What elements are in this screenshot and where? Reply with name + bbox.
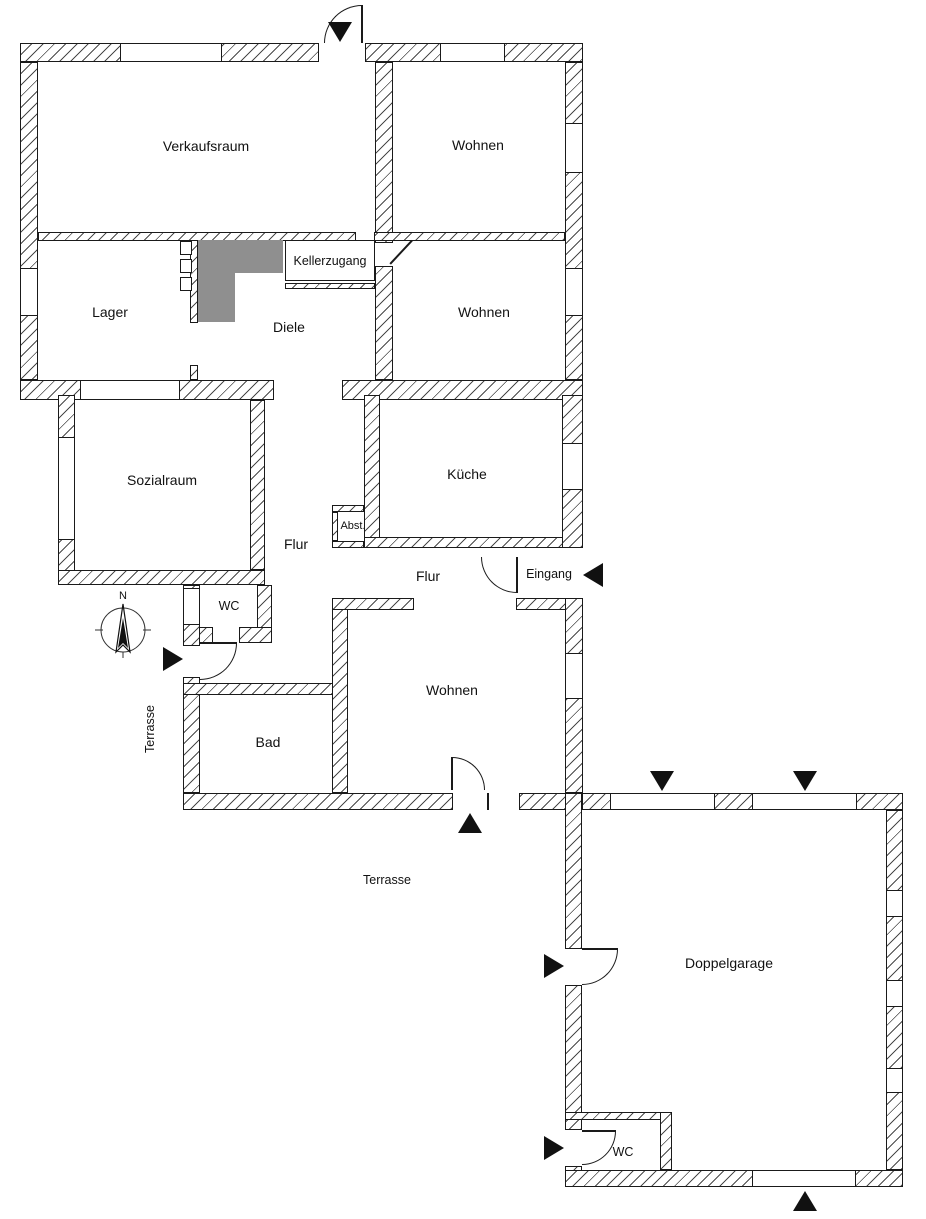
garage-east-window-1 [886,890,903,917]
opening-flur-wohnen [413,598,517,610]
door-arc-west-entrance [200,643,237,680]
door-arc-eingang [481,557,517,593]
window-east-wohnen-mid [565,268,583,316]
label-bad: Bad [255,734,281,750]
wall-lager-diele [190,240,198,380]
door-terrasse-south [452,793,520,810]
label-doppelgarage: Doppelgarage [685,955,773,971]
garage-marker-wc-icon [544,1136,564,1160]
door-leaf-garage-west [582,948,618,950]
door-arc-wohnen-terrasse [452,757,485,790]
door-opening-north [318,43,366,62]
wall-diele-wohnen [375,240,393,380]
label-kueche: Küche [447,466,487,482]
wall-abst-south [332,541,364,548]
garage-marker-north-2-icon [793,771,817,791]
wall-sozialraum-east [250,400,265,570]
entrance-marker-eingang-icon [583,563,603,587]
door-verkauf-keller [355,232,375,241]
compass-north-label: N [119,590,127,602]
door-leaf-eingang [516,557,518,593]
label-terrasse-west: Terrasse [143,705,157,753]
wall-bad-north [183,683,348,695]
door-leaf-garage-wc [582,1130,616,1132]
entrance-marker-north-icon [328,22,352,42]
door-terrasse-south-mullion [487,793,489,810]
wall-kueche-west [364,395,380,548]
kellerzugang-room [285,240,375,281]
label-sozialraum: Sozialraum [126,472,198,488]
window-wc-west [183,588,200,625]
label-wc-house: WC [218,599,240,613]
shaft-square-3 [180,277,192,291]
wall-garage-west [565,793,582,1187]
wall-abst-west [332,512,338,541]
label-wohnen-mid: Wohnen [458,304,510,320]
kellerzugang-south-strip [285,283,375,289]
label-diele: Diele [273,319,305,335]
entrance-marker-west-icon [163,647,183,671]
label-terrasse-south: Terrasse [363,873,411,887]
door-west-entrance [183,645,200,678]
window-wohnen-bottom-east [565,653,583,699]
wall-house-south [183,793,583,810]
window-north-2 [440,43,505,62]
wall-bad-wohnen [332,608,348,793]
opening-diele-flur [273,380,343,400]
door-arc-garage-wc [582,1131,616,1165]
label-wc-garage: WC [612,1145,634,1159]
shaft-square-1 [180,241,192,255]
wall-verkauf-wohnen [375,62,393,240]
label-kellerzugang: Kellerzugang [293,254,367,268]
label-verkaufsraum: Verkaufsraum [162,138,250,154]
window-lager-sozialraum [80,380,180,400]
door-arc-garage-west [582,949,618,985]
garage-south-opening [752,1170,856,1187]
label-wohnen-top: Wohnen [452,137,504,153]
garage-east-window-3 [886,1068,903,1093]
window-west-lager [20,268,38,316]
label-eingang: Eingang [526,567,572,581]
door-garage-wc [565,1129,582,1167]
label-flur-vertical: Flur [283,536,309,552]
shaft-square-2 [180,259,192,273]
door-garage-west [565,948,582,986]
door-lager-diele [190,322,198,366]
wall-top-east [565,62,583,380]
door-leaf-wohnen-terrasse [451,757,453,790]
wall-garage-wc-north [565,1112,672,1120]
label-flur-horizontal: Flur [415,568,441,584]
door-leaf-north-entrance [361,5,363,43]
wall-top-west [20,62,38,380]
garage-marker-north-1-icon [650,771,674,791]
garage-marker-west-icon [544,954,564,978]
wall-abst-north [332,505,364,512]
door-wc-house [212,627,240,643]
label-wohnen-bottom: Wohnen [426,682,478,698]
door-leaf-west-entrance [200,642,237,644]
window-kueche-east [562,443,583,490]
window-north-1 [120,43,222,62]
window-sozialraum-west [58,437,75,540]
wall-kueche-south [364,537,583,548]
entrance-marker-terrasse-icon [458,813,482,833]
window-east-wohnen-top [565,123,583,173]
garage-north-opening-1 [610,793,715,810]
wall-garage-wc-east [660,1112,672,1170]
staircase-area [198,240,283,273]
label-abst: Abst. [340,520,366,532]
garage-east-window-2 [886,980,903,1007]
door-diele-wohnen [375,242,393,267]
garage-north-opening-2 [752,793,857,810]
garage-marker-south-icon [793,1191,817,1211]
staircase-area-lower [198,273,235,322]
label-lager: Lager [92,304,128,320]
wall-sozialraum-south [58,570,265,585]
compass-rose-icon: N [95,590,151,658]
